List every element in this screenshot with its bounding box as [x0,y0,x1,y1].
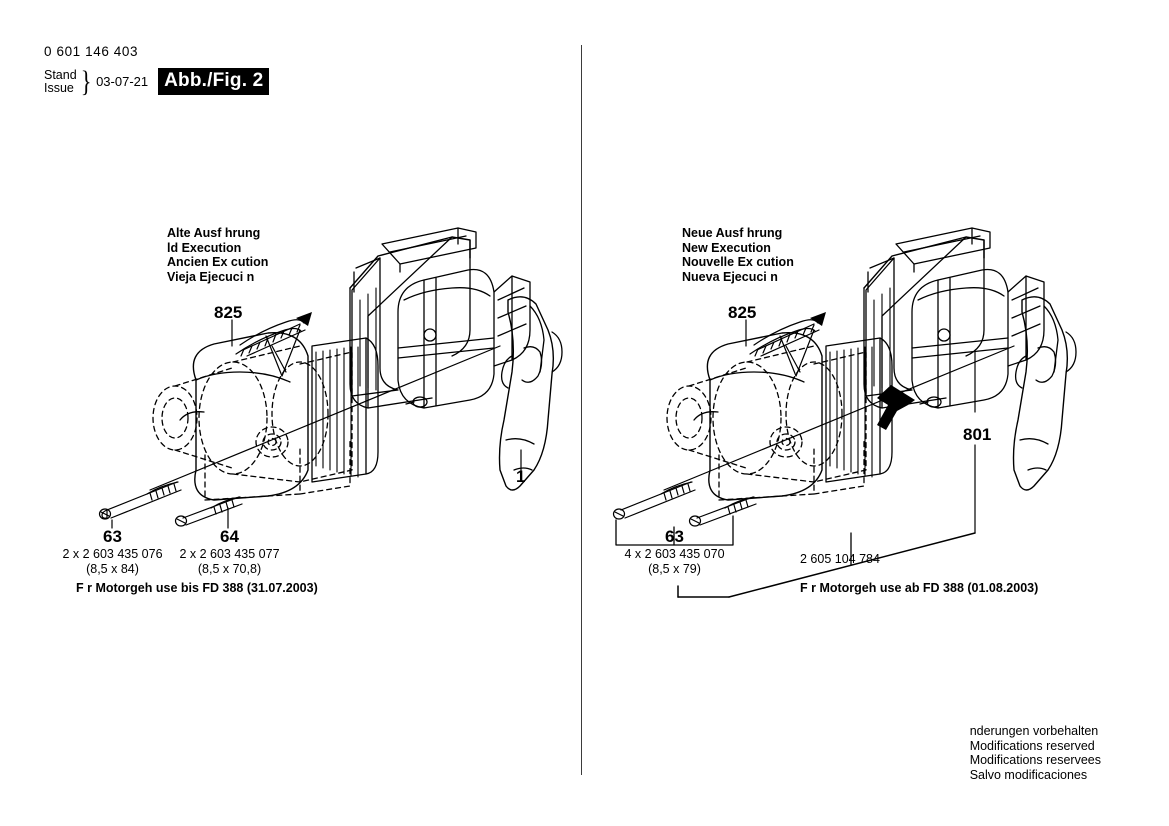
part-63-number: 63 [103,527,122,546]
execution-label-new: Neue Ausf hrung New Execution Nouvelle E… [682,226,794,284]
execution-label-fr: Ancien Ex cution [167,255,269,269]
issue-label: Issue [44,80,74,95]
use-note-old: F r Motorgeh use bis FD 388 (31.07.2003) [76,581,318,595]
stand-label: Stand [44,68,77,82]
execution-label-en: New Execution [682,240,771,255]
figure-badge: Abb./Fig. 2 [158,68,270,95]
stand-issue-labels: Stand Issue [44,69,77,94]
issue-date: 03-07-21 [96,74,149,89]
assembly-code: 2 605 104 784 [800,552,880,566]
brace-glyph: } [80,64,92,98]
part-64-code: 2 x 2 603 435 077 [179,547,280,561]
execution-label-es: Vieja Ejecuci n [167,269,255,284]
panel-old-execution: Alte Ausf hrung ld Execution Ancien Ex c… [0,0,581,826]
part-63-block: 63 2 x 2 603 435 076 (8,5 x 84) [35,527,190,577]
execution-label-old: Alte Ausf hrung ld Execution Ancien Ex c… [167,226,268,284]
callout-801: 801 [963,425,992,444]
issue-row: Stand Issue } 03-07-21 Abb./Fig. 2 [44,64,270,98]
part-63-code: 4 x 2 603 435 070 [624,547,725,561]
execution-label-en: ld Execution [167,240,242,255]
callout-825: 825 [728,303,757,322]
execution-label-es: Nueva Ejecuci n [682,269,778,284]
execution-label-fr: Nouvelle Ex cution [682,255,794,269]
use-note-new: F r Motorgeh use ab FD 388 (01.08.2003) [800,581,1039,595]
disclaimer-en: Modifications reserved [969,738,1095,753]
part-63-code: 2 x 2 603 435 076 [62,547,163,561]
part-63-number: 63 [665,527,684,546]
part-64-block: 64 2 x 2 603 435 077 (8,5 x 70,8) [152,527,307,577]
panel-divider [581,45,582,775]
part-63-dimension: (8,5 x 84) [86,562,139,576]
disclaimer-de: nderungen vorbehalten [969,724,1099,738]
part-63-dimension: (8,5 x 79) [648,562,701,576]
execution-label-de: Alte Ausf hrung [167,226,261,240]
exploded-drawing-new [612,227,1077,598]
part-63-block: 63 4 x 2 603 435 070 (8,5 x 79) [597,527,752,577]
callout-1: 1 [516,467,526,486]
execution-label-de: Neue Ausf hrung [682,226,783,240]
disclaimer-fr: Modifications reservees [969,753,1101,767]
exploded-drawing-old [98,227,563,529]
disclaimer-block: nderungen vorbehalten Modifications rese… [970,724,1101,782]
panel-new-execution: Neue Ausf hrung New Execution Nouvelle E… [581,0,1162,826]
order-number: 0 601 146 403 [44,44,139,59]
callout-825: 825 [214,303,243,322]
part-64-number: 64 [220,527,239,546]
document-header: 0 601 146 403 Stand Issue } 03-07-21 Abb… [44,44,270,98]
part-64-dimension: (8,5 x 70,8) [197,562,262,576]
disclaimer-es: Salvo modificaciones [969,767,1088,782]
